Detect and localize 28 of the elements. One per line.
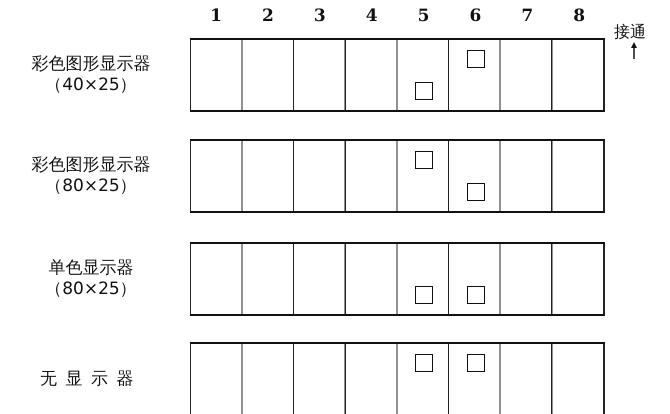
display-label: 彩色图形显示器	[32, 54, 150, 75]
switch-position-marker	[415, 286, 434, 304]
on-label: 接通	[614, 22, 646, 43]
column-number: 4	[364, 6, 379, 26]
dip-switch-bank	[190, 242, 605, 316]
switch-position-marker	[415, 151, 434, 169]
column-number: 1	[209, 6, 223, 26]
column-number: 2	[260, 6, 275, 26]
dip-switch-bank	[190, 38, 605, 112]
display-label: （80×25）	[45, 176, 137, 197]
display-label: 彩色图形显示器	[32, 155, 150, 176]
column-number: 6	[468, 6, 482, 26]
display-label: （80×25）	[45, 279, 137, 300]
switch-position-marker	[467, 286, 486, 304]
display-label: 无显示器	[40, 368, 142, 390]
display-label: 单色显示器	[48, 258, 134, 279]
switch-position-marker	[415, 354, 434, 372]
dip-switch-bank	[190, 342, 605, 414]
column-number: 5	[416, 6, 430, 26]
switch-position-marker	[467, 354, 486, 372]
switch-position-marker	[467, 183, 486, 201]
column-number: 8	[572, 6, 586, 26]
column-number: 3	[312, 6, 327, 26]
display-label: （40×25）	[45, 75, 137, 96]
column-number: 7	[520, 6, 534, 26]
switch-position-marker	[467, 50, 486, 68]
switch-position-marker	[415, 82, 434, 100]
dip-switch-bank	[190, 139, 605, 213]
